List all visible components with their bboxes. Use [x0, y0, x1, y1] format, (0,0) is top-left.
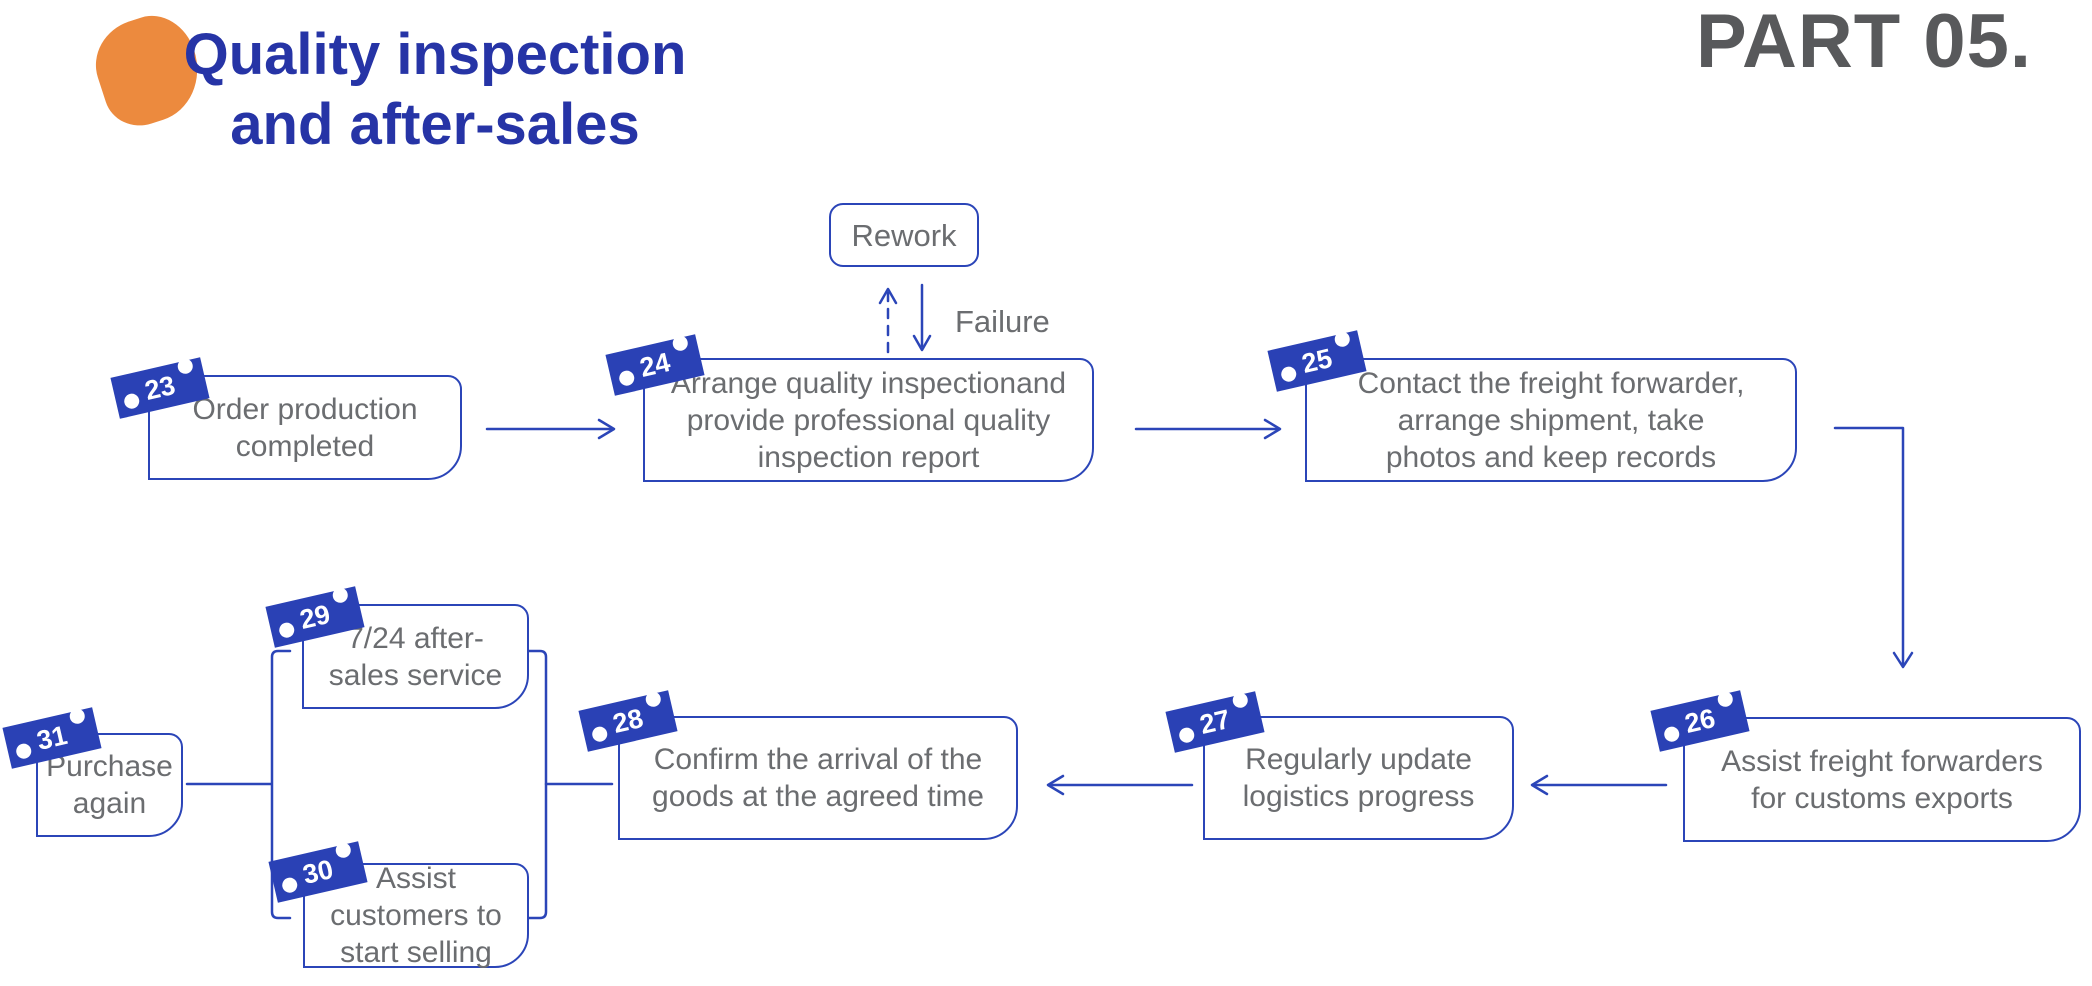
tag-rivet-icon — [1177, 726, 1196, 745]
step-number: 26 — [1681, 702, 1718, 739]
page-title-line1: Quality inspection — [183, 22, 687, 87]
arrow-26-to-27 — [1530, 774, 1668, 796]
step-box-contact-freight-forwarder: Contact the freight forwarder, arrange s… — [1305, 358, 1797, 482]
arrow-rework-up-dashed — [878, 287, 898, 354]
tag-rivet-icon — [68, 707, 87, 726]
tag-rivet-icon — [14, 742, 33, 761]
tag-rivet-icon — [617, 369, 636, 388]
step-box-assist-customers: Assist customers to start selling — [303, 862, 529, 969]
step-number: 31 — [33, 719, 70, 756]
tag-rivet-icon — [1716, 690, 1735, 709]
step-box-customs-exports: Assist freight forwarders for customs ex… — [1683, 717, 2081, 842]
tag-rivet-icon — [644, 690, 663, 709]
page-title: Quality inspection and after-sales — [110, 20, 760, 160]
step-number: 29 — [296, 598, 333, 635]
rework-box: Rework — [829, 203, 979, 267]
step-number: 30 — [299, 853, 336, 890]
step-number: 28 — [609, 702, 646, 739]
tag-rivet-icon — [1333, 330, 1352, 349]
step-box-confirm-arrival: Confirm the arrival of the goods at the … — [618, 716, 1018, 840]
tag-rivet-icon — [1662, 725, 1681, 744]
tag-rivet-icon — [176, 357, 195, 376]
step-number: 24 — [636, 346, 673, 383]
arrow-24-to-25 — [1134, 418, 1282, 440]
step-number: 23 — [141, 369, 178, 406]
tag-rivet-icon — [334, 841, 353, 860]
tag-rivet-icon — [590, 725, 609, 744]
tag-rivet-icon — [1231, 691, 1250, 710]
arrow-25-to-26-elbow — [1833, 426, 1914, 669]
tag-rivet-icon — [1279, 365, 1298, 384]
tag-rivet-icon — [331, 586, 350, 605]
tag-rivet-icon — [277, 621, 296, 640]
step-number: 25 — [1298, 342, 1335, 379]
arrow-23-to-24 — [485, 418, 616, 440]
step-box-quality-inspection: Arrange quality inspectionand provide pr… — [643, 358, 1094, 482]
tag-rivet-icon — [671, 334, 690, 353]
tag-rivet-icon — [280, 876, 299, 895]
bracket-right — [525, 649, 548, 920]
page-title-line2: and after-sales — [230, 92, 640, 157]
failure-label: Failure — [955, 304, 1050, 339]
step-number: 27 — [1196, 703, 1233, 740]
step-box-logistics-progress: Regularly update logistics progress — [1203, 716, 1514, 840]
tag-rivet-icon — [122, 392, 141, 411]
arrow-failure-down — [912, 283, 932, 352]
arrow-27-to-28 — [1046, 774, 1194, 796]
part-number-label: PART 05. — [1695, 0, 2032, 84]
